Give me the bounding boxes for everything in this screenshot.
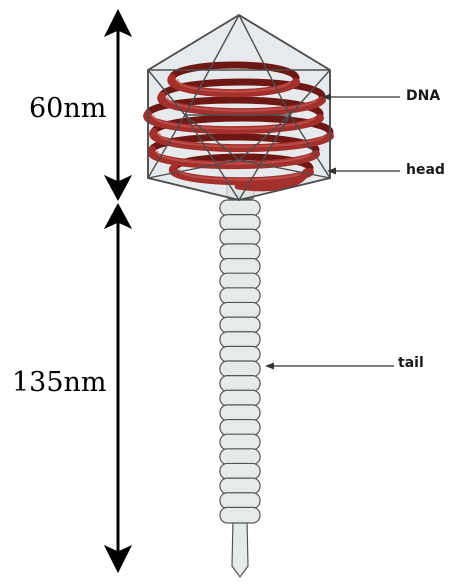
tail-segment <box>220 244 260 260</box>
tail-segment <box>220 215 260 231</box>
tail-segment <box>220 288 260 304</box>
tail-segment <box>220 361 260 377</box>
head-dimension-label: 60nm <box>29 93 106 124</box>
tail-segment <box>220 302 260 318</box>
tail-segment <box>220 346 260 362</box>
tail <box>220 200 260 523</box>
tail-dimension-label: 135nm <box>12 367 107 398</box>
dimension-arrows <box>105 10 131 572</box>
tail-segment <box>220 405 260 421</box>
tail-segment <box>220 449 260 465</box>
tail-segment <box>220 376 260 392</box>
tail-segment <box>220 434 260 450</box>
dna-label: DNA <box>406 88 440 104</box>
tail-segment <box>220 390 260 406</box>
tail-segment <box>220 463 260 479</box>
tail-segment <box>220 317 260 333</box>
tail-tip <box>232 520 248 577</box>
tail-segment <box>220 332 260 348</box>
tail-segment <box>220 259 260 275</box>
tail-segment <box>220 478 260 494</box>
tail-segment <box>220 200 260 216</box>
tail-segment <box>220 229 260 245</box>
head-label: head <box>406 162 445 178</box>
tail-segment <box>220 273 260 289</box>
tail-segment <box>220 420 260 436</box>
tail-segment <box>220 507 260 523</box>
tail-segment <box>220 493 260 509</box>
tail-label: tail <box>398 355 424 371</box>
